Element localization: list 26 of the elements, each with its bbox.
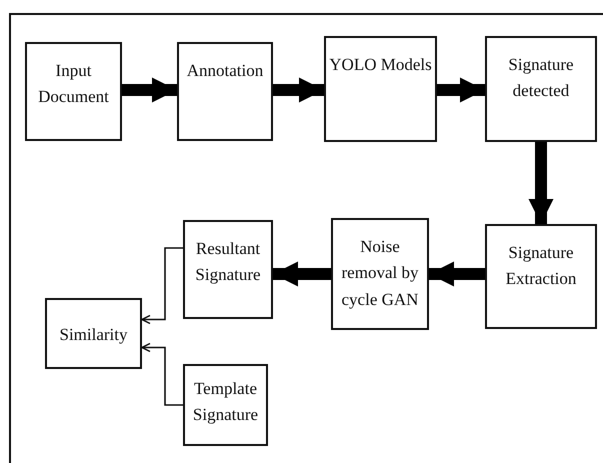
process-box [324,36,437,142]
box-label: Input Document [37,60,110,108]
box-label: Similarity [58,324,128,346]
block-arrow [273,261,331,287]
process-box [485,36,597,142]
box-label: Resultant Signature [194,238,262,286]
block-arrow [528,142,554,224]
process-box [331,218,429,330]
box-label: Annotation [186,60,264,82]
arrow [141,247,183,324]
process-box [25,42,122,141]
process-box [45,298,142,369]
process-box [485,224,597,329]
process-box [177,42,273,141]
box-label: Noise removal by cycle GAN [340,236,420,311]
box-label: YOLO Models [329,54,432,76]
process-box [183,220,273,319]
block-arrow [437,77,485,103]
process-box [183,364,268,446]
box-label: Signature Extraction [504,242,578,290]
block-arrow [273,77,324,103]
block-arrow [122,77,177,103]
block-arrow [429,261,485,287]
arrow [141,342,183,406]
box-label: Signature detected [507,54,575,102]
box-label: Template Signature [192,378,260,426]
